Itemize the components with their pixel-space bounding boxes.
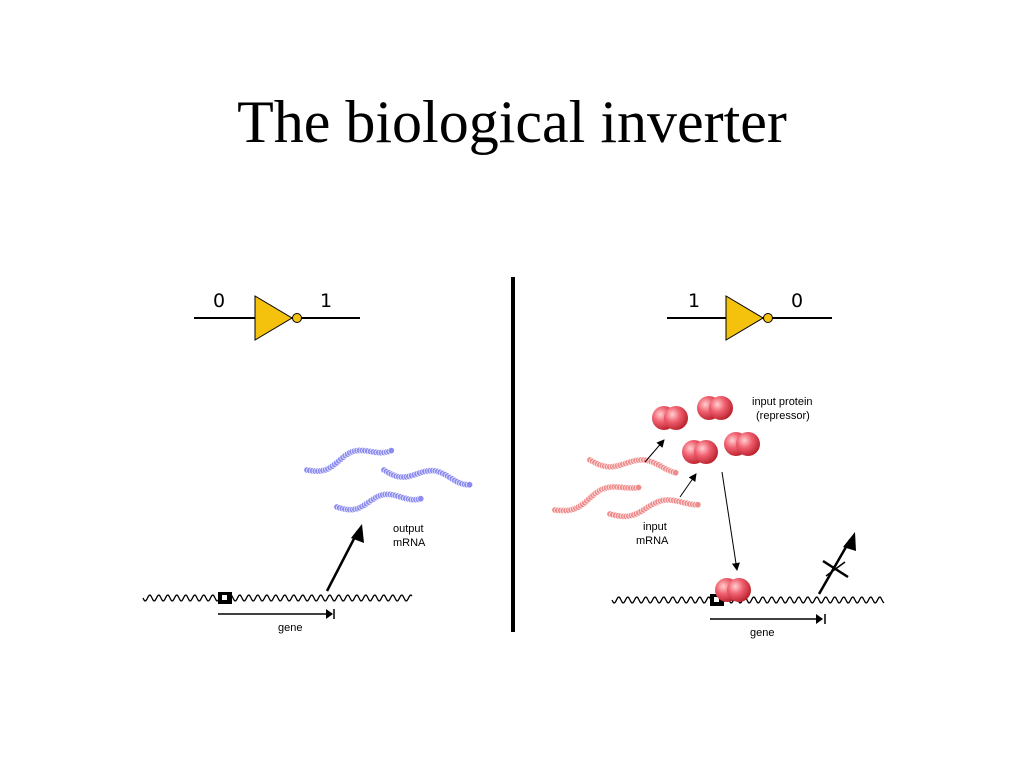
left-transcription-arrow <box>325 530 360 592</box>
input-mrna-strand <box>606 496 702 520</box>
left-gate-input-label: 0 <box>213 290 225 312</box>
left-dna-strand <box>142 594 413 602</box>
repressor-protein <box>652 406 688 430</box>
bound-repressor-protein <box>715 578 751 602</box>
protein-label-line2: (repressor) <box>756 410 810 422</box>
output-mrna-strands <box>303 446 473 514</box>
right-not-gate: 1 0 <box>667 290 832 341</box>
left-not-gate: 0 1 <box>194 290 360 341</box>
right-gate-input-label: 1 <box>688 290 700 312</box>
left-gene-arrow <box>218 609 335 619</box>
input-mrna-strand <box>586 456 680 477</box>
output-mrna-strand <box>380 466 473 489</box>
right-gate-output-label: 0 <box>791 290 803 312</box>
translation-arrow-2 <box>679 473 697 498</box>
input-mrna-label-line2: mRNA <box>636 535 669 547</box>
output-mrna-strand <box>333 490 425 514</box>
input-mrna-strands <box>551 456 702 520</box>
right-gene-arrow <box>710 614 826 624</box>
repressor-protein <box>724 432 760 456</box>
right-gene-label: gene <box>750 627 774 639</box>
left-gate-output-label: 1 <box>320 290 332 312</box>
binding-arrow <box>721 471 740 571</box>
output-mrna-strand <box>303 446 395 475</box>
right-dna-strand <box>611 596 885 604</box>
protein-label-line1: input protein <box>752 396 813 408</box>
translation-arrow-1 <box>644 439 665 463</box>
left-promoter-box <box>218 592 232 604</box>
left-gene-label: gene <box>278 622 302 634</box>
repressor-protein <box>697 396 733 420</box>
slide-title: The biological inverter <box>237 89 787 155</box>
output-mrna-label-line2: mRNA <box>393 537 426 549</box>
blocked-transcription-arrow <box>817 532 856 595</box>
input-mrna-strand <box>551 483 642 514</box>
output-mrna-label-line1: output <box>393 523 424 535</box>
repressor-protein <box>682 440 718 464</box>
input-mrna-label-line1: input <box>643 521 667 533</box>
repressor-proteins <box>652 396 760 464</box>
